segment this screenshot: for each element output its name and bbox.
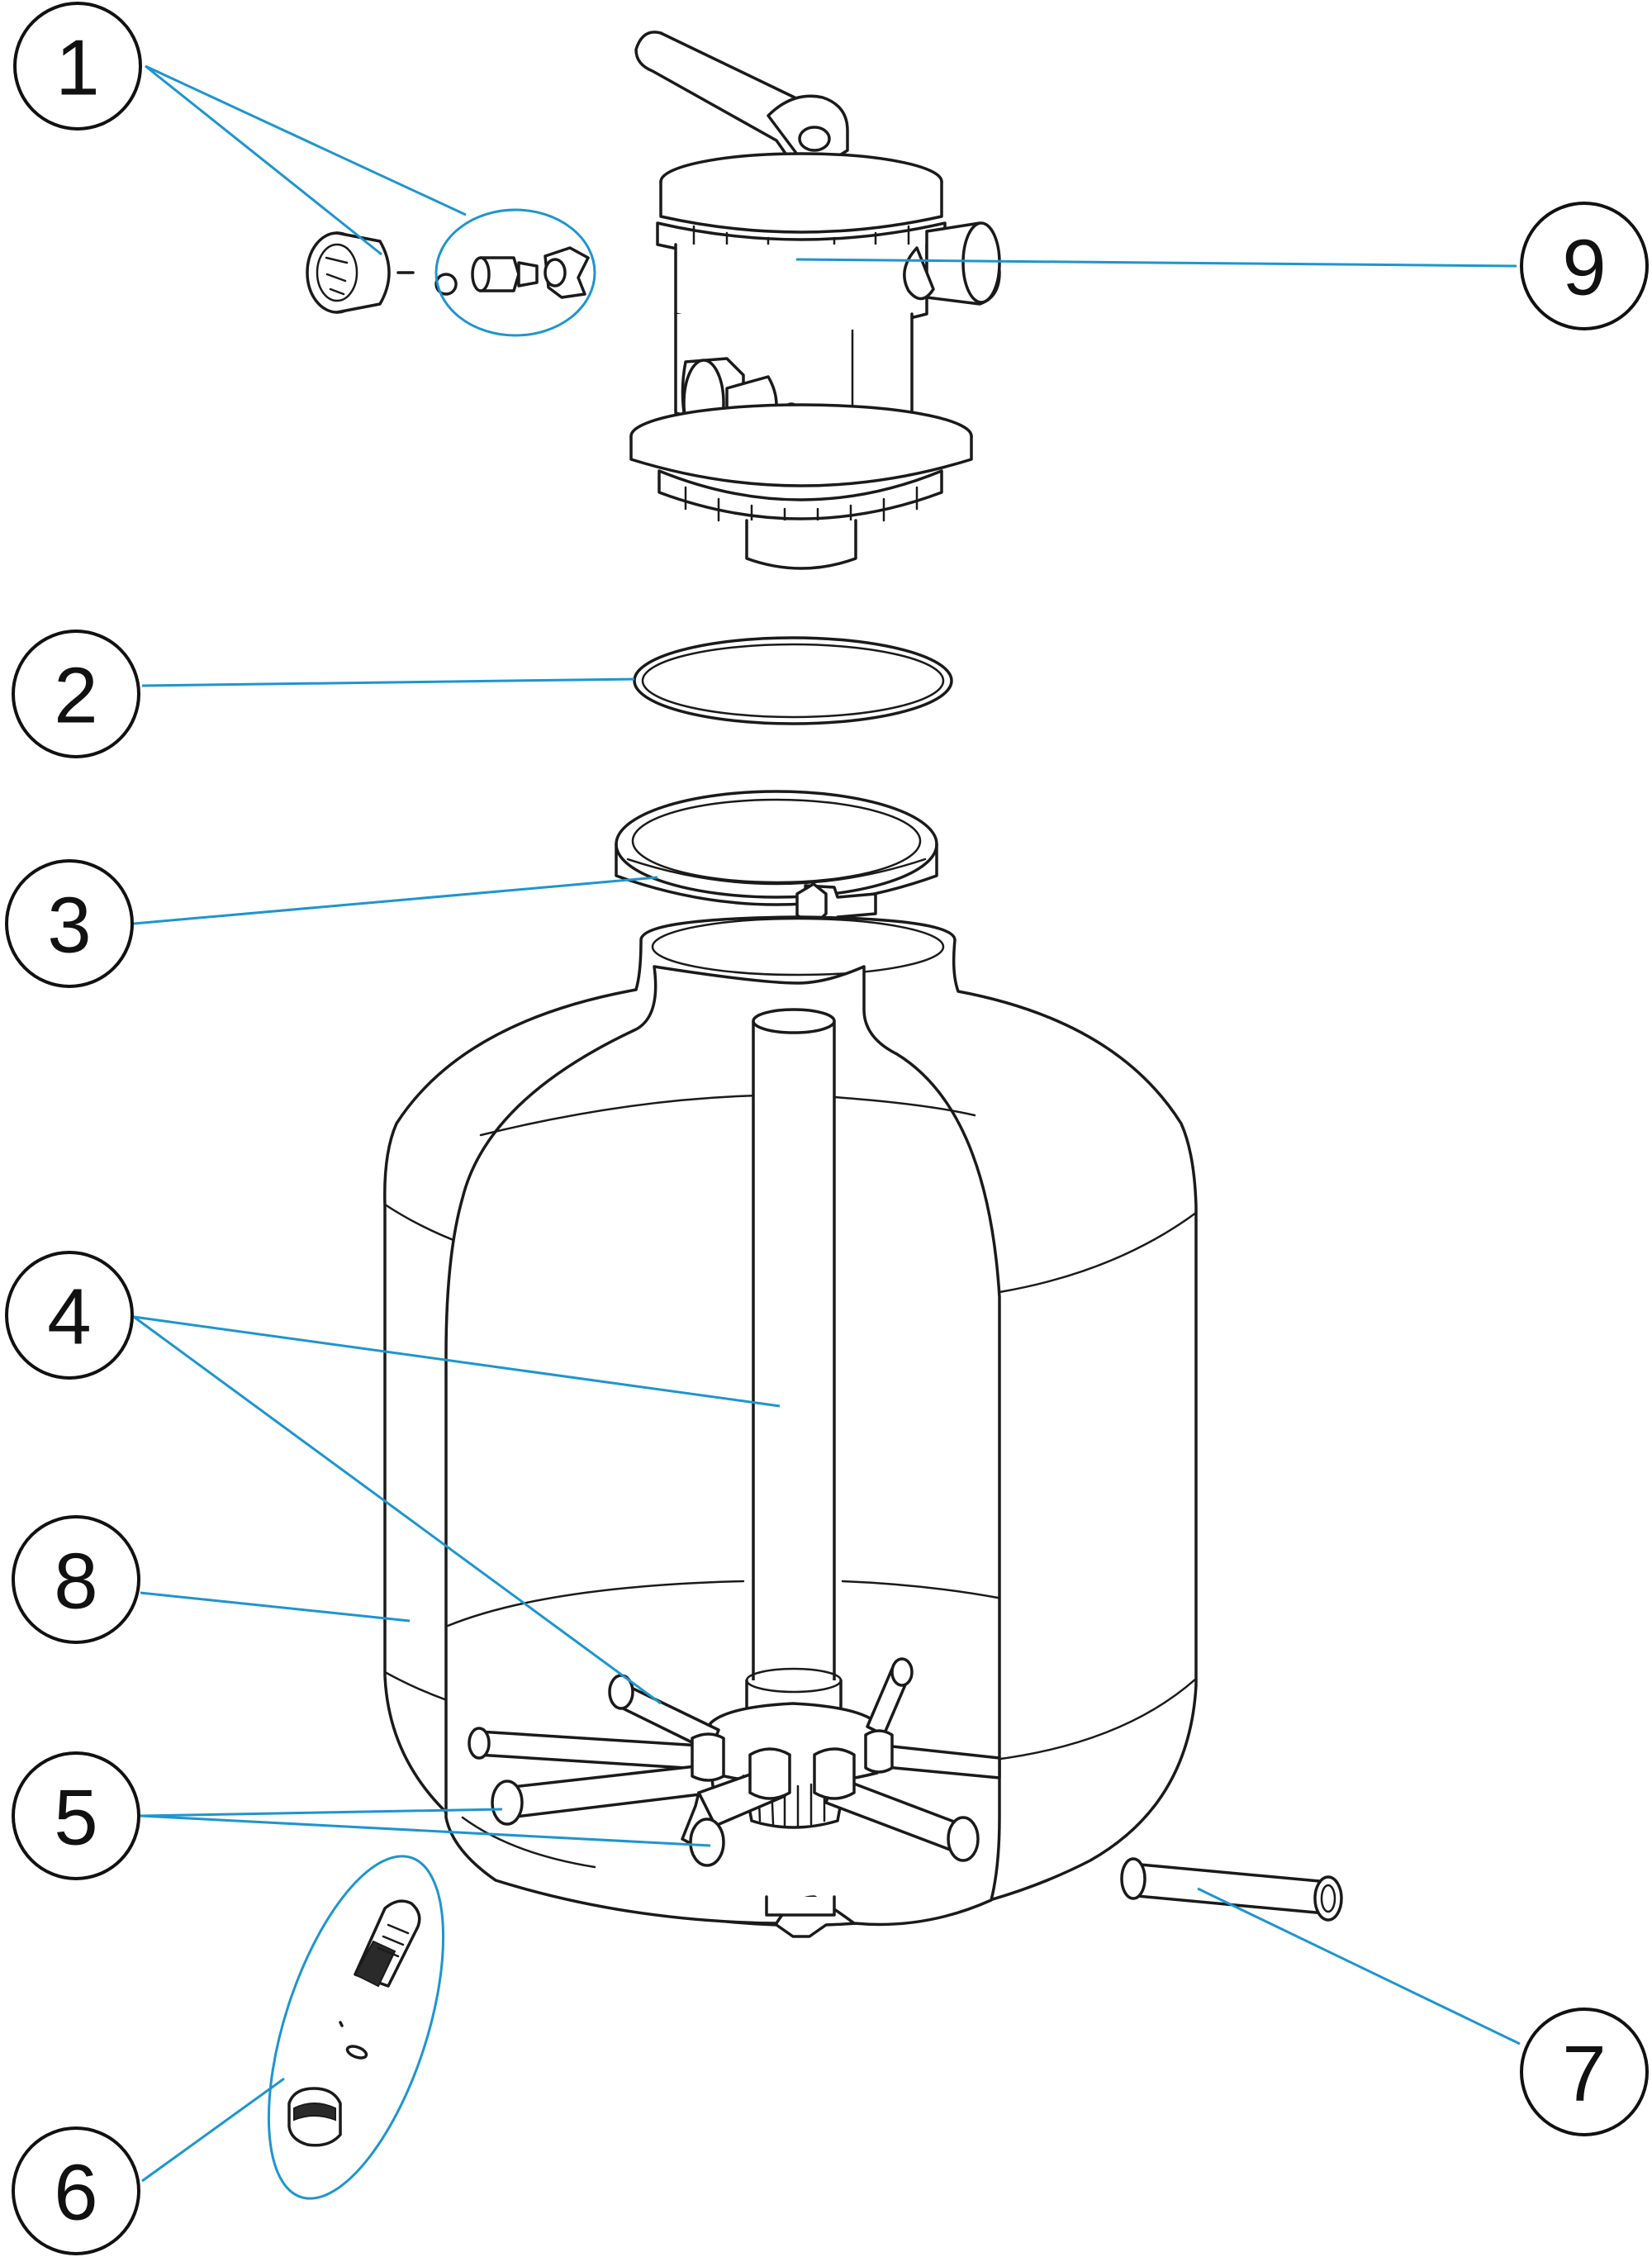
callout-3: 3: [5, 859, 134, 988]
callout-number-7: 7: [1562, 2030, 1606, 2118]
callouts: 1 2 3 4 5 6 7 8: [5, 2, 1649, 2255]
leader-2: [141, 677, 635, 687]
part-5-laterals: [468, 1657, 1001, 1867]
leader-5b: [140, 1814, 711, 1847]
leader-8: [140, 1591, 411, 1623]
callout-6: 6: [12, 2126, 140, 2255]
callout-group-oval-6: [267, 1855, 445, 2200]
leader-6: [141, 2077, 285, 2183]
leader-1b: [145, 64, 467, 216]
callout-1: 1: [13, 2, 142, 131]
callout-number-4: 4: [47, 1273, 91, 1361]
leader-1: [145, 64, 382, 256]
callout-group-oval-1: [434, 208, 596, 337]
callout-number-6: 6: [54, 2149, 97, 2237]
leader-4b: [133, 1315, 662, 1705]
part-7-spare-lateral: [1120, 1857, 1343, 1922]
callout-number-5: 5: [54, 1774, 97, 1862]
leader-4: [133, 1315, 781, 1408]
callout-5: 5: [12, 1751, 140, 1880]
leader-lines: [133, 64, 1521, 2200]
callout-9: 9: [1520, 202, 1649, 330]
callout-8: 8: [12, 1515, 140, 1644]
part-6-drain-assembly: [287, 1899, 421, 2147]
callout-4: 4: [5, 1251, 134, 1380]
leader-9: [795, 258, 1517, 268]
callout-number-1: 1: [55, 24, 99, 112]
callout-2: 2: [12, 630, 140, 758]
leader-5: [140, 1808, 503, 1817]
callout-number-3: 3: [47, 881, 91, 970]
leader-3: [133, 876, 658, 925]
callout-7: 7: [1520, 2008, 1649, 2136]
part-9-multiport-valve: [629, 31, 1001, 570]
callout-number-9: 9: [1562, 224, 1606, 312]
part-1-gauge-assembly: [306, 231, 590, 314]
part-2-o-ring: [633, 636, 953, 725]
part-3-clamp-ring: [615, 790, 938, 929]
callout-number-8: 8: [54, 1537, 97, 1626]
callout-number-2: 2: [54, 652, 97, 740]
leader-7: [1197, 1887, 1521, 2046]
